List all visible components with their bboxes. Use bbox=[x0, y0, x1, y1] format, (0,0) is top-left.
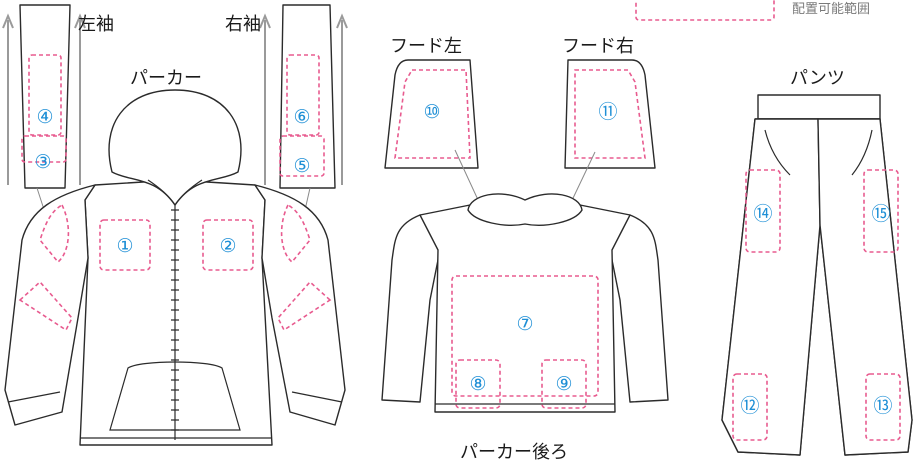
zone-2-number: ② bbox=[219, 235, 236, 257]
pants-right-leg bbox=[817, 118, 913, 456]
zone-1-outline bbox=[99, 219, 151, 271]
parka-front: パーカー ① ② bbox=[4, 68, 346, 446]
hood-right-panel: フード右 ⑪ bbox=[562, 36, 656, 169]
zone-4-number: ④ bbox=[36, 106, 53, 128]
right-sleeve-label: 右袖 bbox=[225, 14, 261, 35]
zone-1-number: ① bbox=[116, 235, 133, 257]
zone-7-outline bbox=[451, 275, 599, 397]
parka-back-hood bbox=[467, 193, 583, 226]
pants: パンツ ⑭ ⑮ ⑫ ⑬ bbox=[721, 68, 913, 456]
left-sleeve-panel: ④ ③ 左袖 bbox=[19, 4, 114, 189]
zone-9-outline bbox=[541, 359, 587, 409]
zone-6-number: ⑥ bbox=[293, 106, 310, 128]
pants-right-pocket bbox=[851, 129, 873, 176]
parka-back-label: パーカー後ろ bbox=[460, 442, 568, 463]
zone-8-outline bbox=[455, 359, 501, 409]
parka-zipper-teeth bbox=[171, 209, 179, 431]
parka-right-forearm-zone bbox=[277, 280, 332, 332]
zone-10-outline bbox=[394, 69, 471, 159]
zone-6-outline bbox=[286, 54, 320, 136]
legend-swatch bbox=[635, 0, 775, 21]
hood-left-panel: フード左 ⑩ bbox=[384, 36, 479, 169]
hood-left-label: フード左 bbox=[390, 36, 462, 57]
left-sleeve-label: 左袖 bbox=[78, 14, 114, 35]
zone-12-number: ⑫ bbox=[740, 395, 759, 417]
parka-left-cuff bbox=[7, 391, 61, 403]
hood-right-label: フード右 bbox=[562, 36, 634, 57]
right-sleeve-arrowhead-left bbox=[259, 13, 271, 29]
legend-text: 配置可能範囲 bbox=[792, 2, 870, 17]
legend: 配置可能範囲 bbox=[635, 0, 870, 21]
zone-11-number: ⑪ bbox=[598, 101, 617, 123]
left-sleeve-arrowhead-right bbox=[74, 13, 86, 29]
parka-back: ⑦ ⑧ ⑨ パーカー後ろ bbox=[381, 193, 669, 463]
zone-3-outline bbox=[21, 135, 67, 163]
zone-15-number: ⑮ bbox=[871, 203, 890, 225]
hood-right-shape bbox=[564, 59, 656, 169]
zone-10-number: ⑩ bbox=[423, 101, 440, 123]
parka-label: パーカー bbox=[130, 68, 202, 89]
parka-left-forearm-zone bbox=[18, 280, 73, 332]
pants-left-pocket bbox=[764, 129, 791, 176]
left-sleeve-shape bbox=[19, 4, 71, 189]
zone-5-outline bbox=[279, 135, 325, 177]
zone-13-outline bbox=[865, 373, 901, 441]
zone-4-outline bbox=[28, 54, 62, 136]
parka-back-right-sleeve bbox=[607, 214, 669, 403]
parka-left-sleeve bbox=[4, 184, 96, 426]
right-sleeve-panel: ⑥ ⑤ 右袖 bbox=[225, 4, 336, 189]
zone-13-number: ⑬ bbox=[873, 395, 892, 417]
parka-back-left-sleeve bbox=[381, 214, 443, 403]
parka-right-cuff bbox=[291, 391, 343, 403]
right-sleeve-shape bbox=[279, 4, 336, 189]
parka-pocket bbox=[109, 361, 241, 431]
left-sleeve-arrowhead-left bbox=[2, 13, 14, 29]
zone-2-outline bbox=[202, 219, 254, 271]
hood-left-shape bbox=[384, 59, 479, 169]
parka-right-sleeve bbox=[254, 184, 346, 426]
zone-3-number: ③ bbox=[34, 151, 51, 173]
sleeve-arrows bbox=[2, 13, 348, 185]
zone-8-number: ⑧ bbox=[469, 373, 486, 395]
pants-label: パンツ bbox=[790, 68, 845, 89]
pants-waistband bbox=[757, 94, 881, 120]
zone-14-number: ⑭ bbox=[753, 203, 772, 225]
zone-5-number: ⑤ bbox=[293, 155, 310, 177]
zone-11-outline bbox=[574, 69, 646, 159]
zone-7-number: ⑦ bbox=[516, 313, 533, 335]
zone-12-outline bbox=[732, 373, 768, 441]
zone-9-number: ⑨ bbox=[555, 373, 572, 395]
right-sleeve-arrowhead-right bbox=[336, 13, 348, 29]
